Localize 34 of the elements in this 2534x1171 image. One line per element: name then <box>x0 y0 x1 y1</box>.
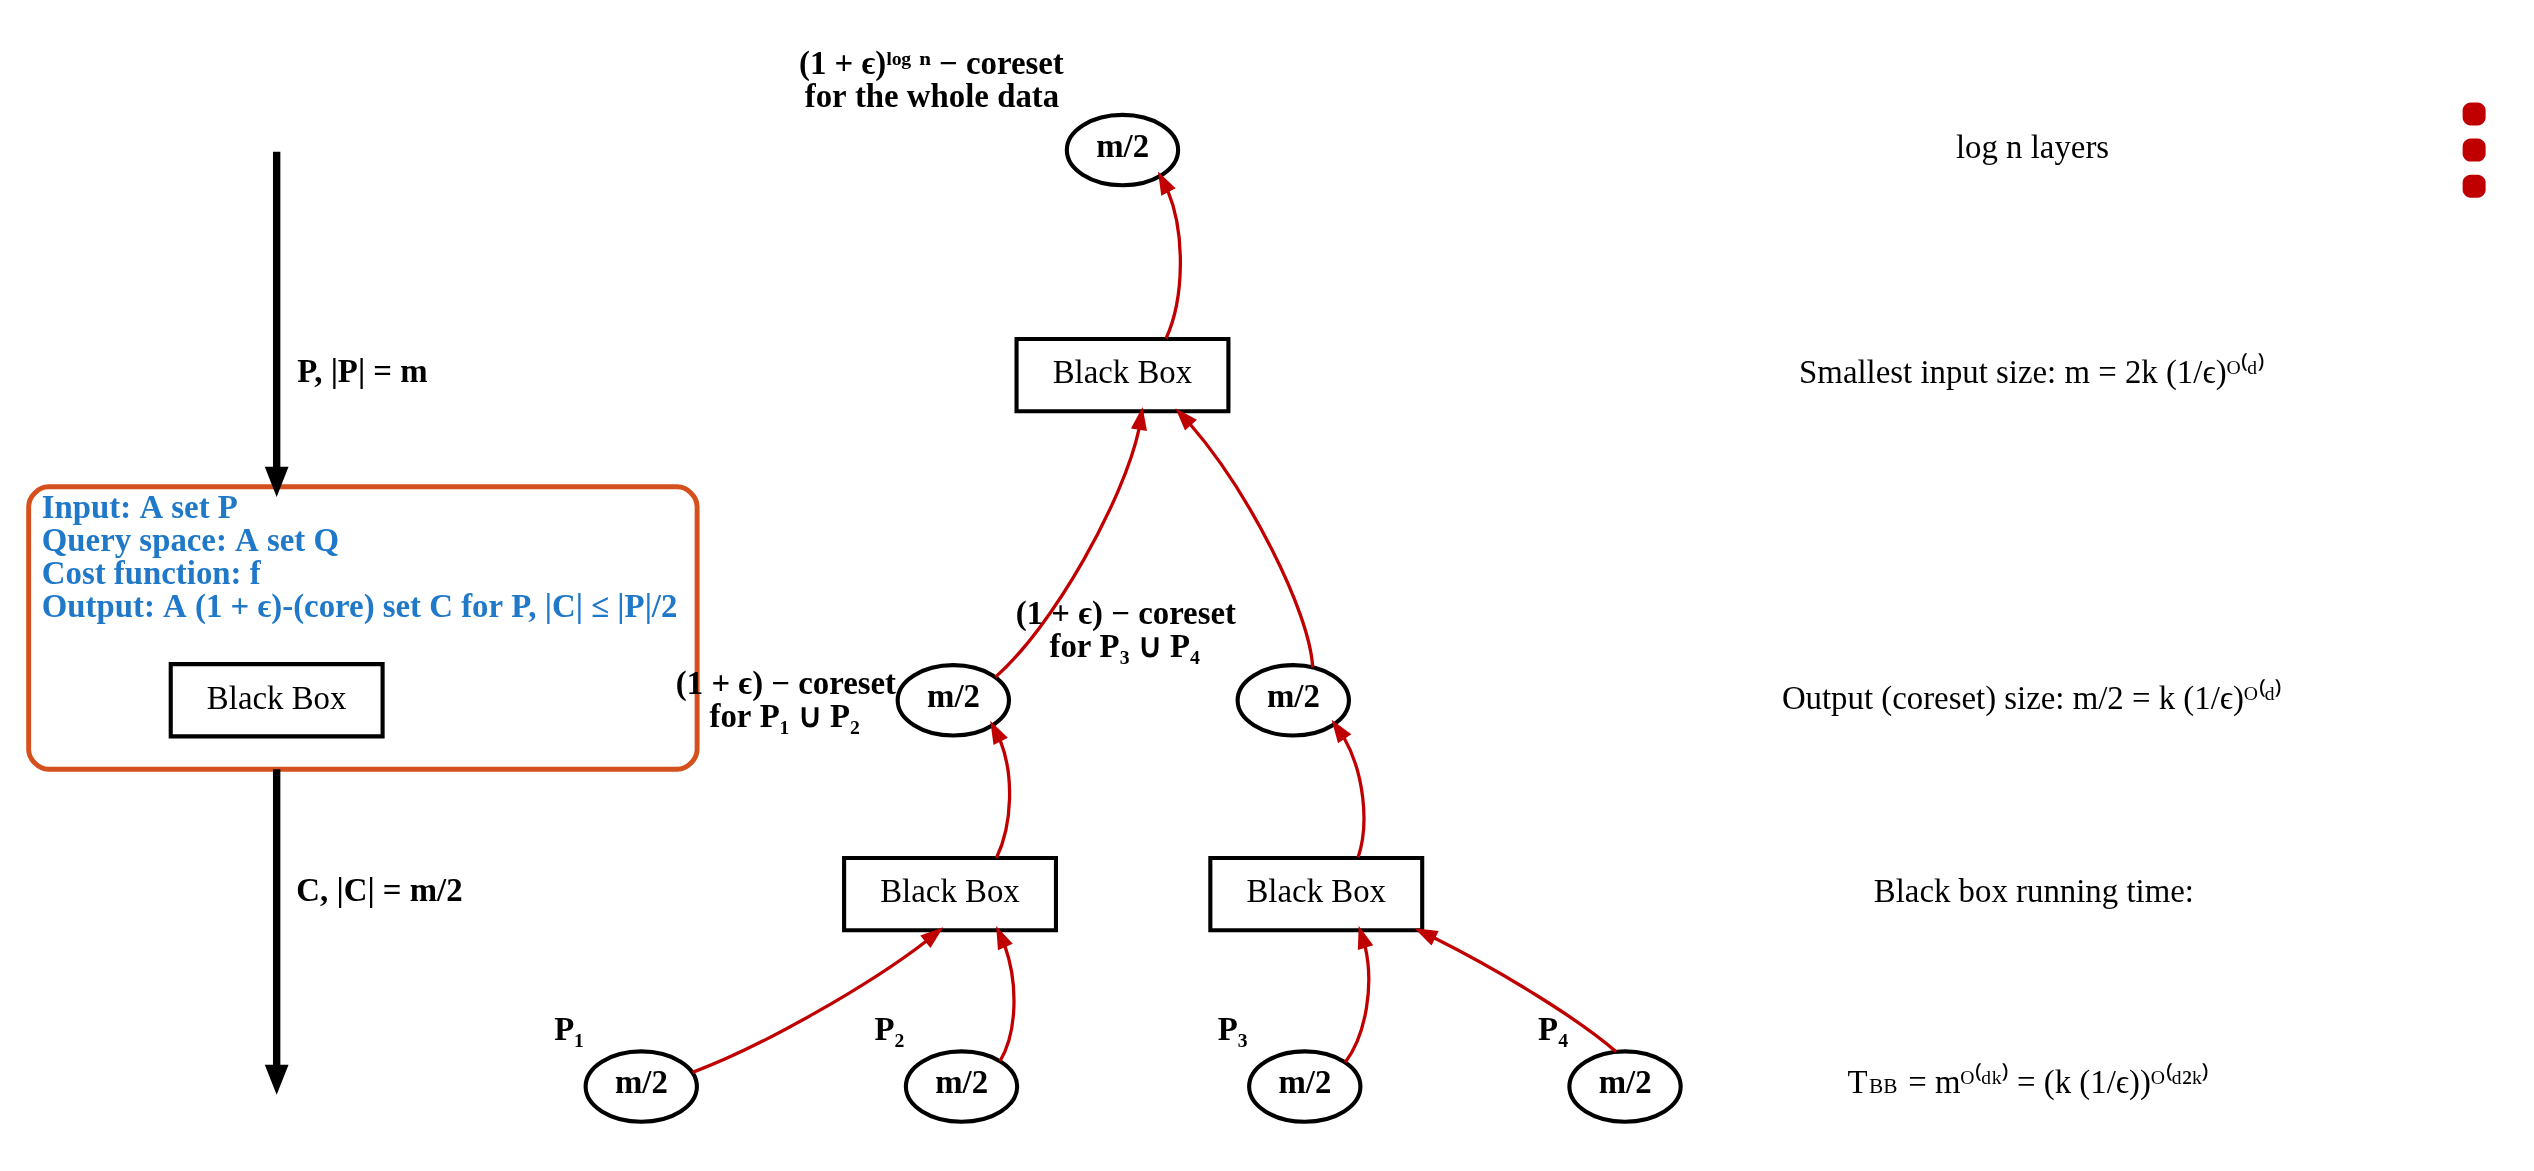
node-ellipse: m/2 <box>1567 1049 1683 1124</box>
arrow <box>1157 171 1182 340</box>
node-ellipse: m/2 <box>1247 1049 1363 1124</box>
arrow <box>1343 925 1374 1064</box>
node-label: P₄ <box>1538 1011 1568 1048</box>
node-box: Black Box <box>842 855 1058 933</box>
arrow <box>1414 928 1618 1053</box>
arrow <box>691 927 944 1074</box>
edge-label: C, |C| = m/2 <box>296 871 463 908</box>
arrow <box>1175 408 1315 668</box>
arrow <box>994 406 1147 679</box>
node-ellipse: m/2 <box>1064 112 1181 188</box>
arrow <box>1331 719 1366 858</box>
node-label: (1 + ϵ) − coreset <box>1015 595 1236 632</box>
node-box: Black Box <box>1208 855 1425 933</box>
node-label: P₃ <box>1217 1011 1248 1048</box>
node-label: P₁ <box>554 1011 585 1048</box>
edge-label: P, |P| = m <box>297 352 428 389</box>
node-ellipse: m/2 <box>1235 663 1351 738</box>
label: log n layers <box>1955 129 2110 166</box>
node-ellipse: m/2 <box>903 1049 1020 1124</box>
node-label: (1 + ϵ)ˡᵒᵍ ⁿ − coreset <box>799 45 1064 82</box>
arrow <box>264 151 289 497</box>
label: TBB = mᴼ⁽ᵈᵏ⁾ = (k (1/ϵ))ᴼ⁽ᵈ²ᵏ⁾ <box>1847 1064 2210 1101</box>
label: Smallest input size: m = 2k (1/ϵ)ᴼ⁽ᵈ⁾ <box>1799 354 2265 391</box>
node-box: Black Box <box>1014 336 1231 414</box>
label: Black box running time: <box>1873 873 2194 910</box>
arrow <box>990 720 1012 859</box>
node-ellipse: m/2 <box>895 663 1011 738</box>
node-label: P₂ <box>874 1011 905 1048</box>
arrow <box>996 925 1016 1062</box>
node-ellipse: m/2 <box>583 1049 699 1124</box>
label: Output (coreset) size: m/2 = k (1/ϵ)ᴼ⁽ᵈ⁾ <box>1781 679 2282 716</box>
node-box: Black Box <box>168 662 385 739</box>
